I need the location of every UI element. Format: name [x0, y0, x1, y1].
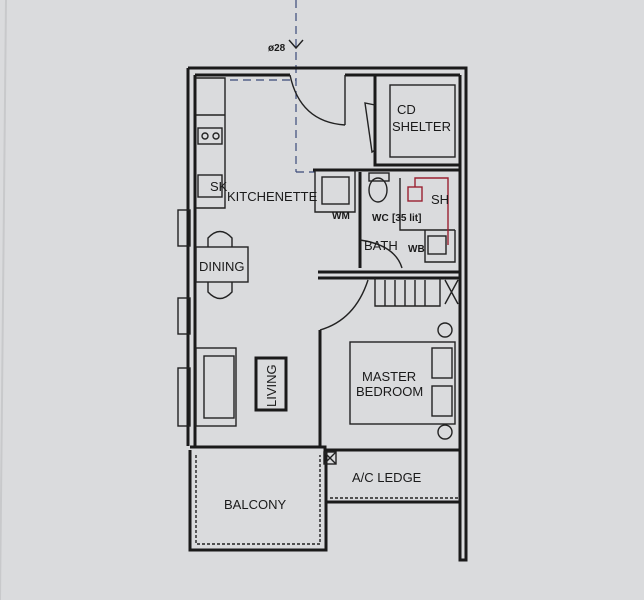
- walls: [177, 66, 468, 562]
- bath-label: BATH: [364, 238, 398, 253]
- wash-basin-label: WB: [408, 244, 425, 255]
- shower-heater-label: SH: [431, 192, 449, 207]
- dining-label: DINING: [199, 259, 245, 274]
- kitchenette-label: KITCHENETTE: [227, 189, 318, 204]
- living-label: LIVING: [264, 364, 279, 407]
- paper-edge: [0, 0, 7, 600]
- washing-machine-label: WM: [332, 211, 350, 222]
- cd-shelter-label-2: SHELTER: [392, 119, 451, 134]
- wc-label: WC: [372, 213, 389, 224]
- cd-shelter-label-1: CD: [397, 102, 416, 117]
- pipe-label: ø28: [268, 43, 286, 54]
- master-bedroom-label-1: MASTER: [362, 369, 416, 384]
- heater-capacity-label: [35 lit]: [392, 213, 421, 224]
- balcony-label: BALCONY: [224, 497, 286, 512]
- ac-ledge-label: A/C LEDGE: [352, 470, 422, 485]
- pipe-line: [230, 0, 315, 173]
- sink-label: SK: [210, 179, 228, 194]
- master-bedroom-label-2: BEDROOM: [356, 384, 423, 399]
